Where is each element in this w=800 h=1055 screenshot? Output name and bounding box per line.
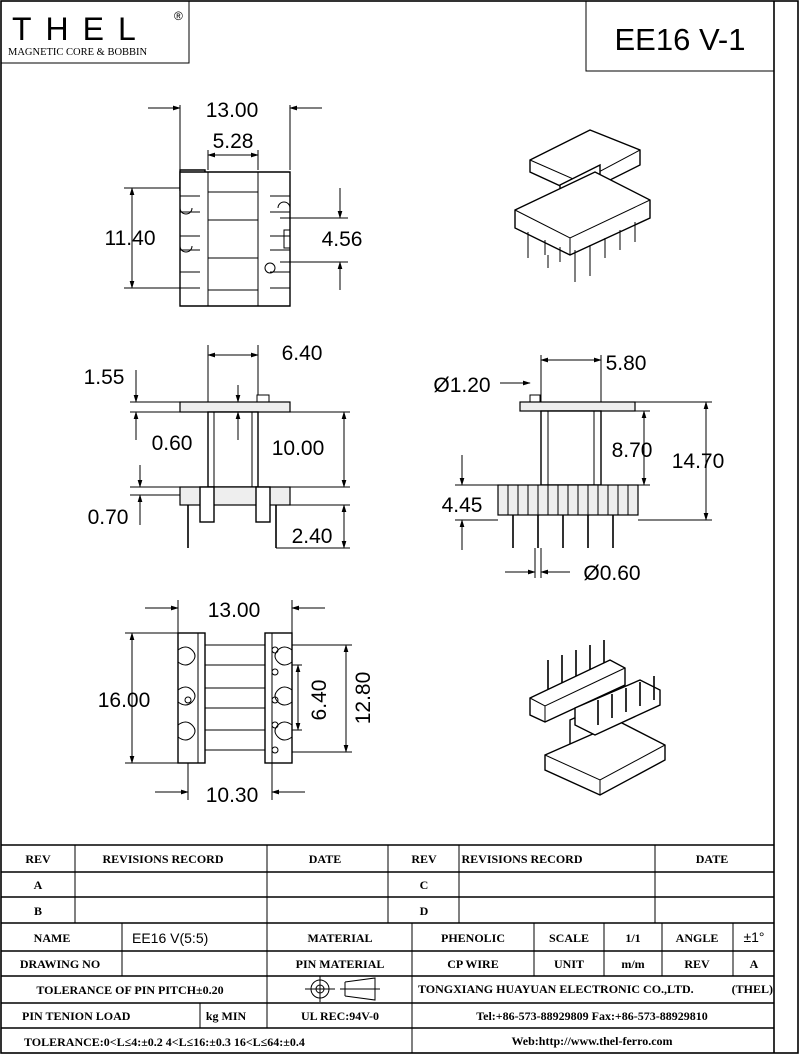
- company-name: TONGXIANG HUAYUAN ELECTRONIC CO.,LTD.: [418, 982, 694, 996]
- company-short: (THEL): [732, 982, 773, 996]
- angle-label: ANGLE: [676, 931, 719, 945]
- revisions-record-header-left: REVISIONS RECORD: [102, 852, 223, 866]
- dim-side-pin: 2.40: [292, 525, 333, 548]
- scale-label: SCALE: [549, 931, 589, 945]
- iso-view-lower: [529, 640, 666, 796]
- projection-symbol: [305, 976, 380, 1002]
- tel-fax: Tel:+86-573-88929809 Fax:+86-573-8892981…: [476, 1009, 708, 1023]
- date-header-left: DATE: [309, 852, 341, 866]
- dim-side-height: 10.00: [272, 437, 325, 460]
- front-view: 5.80 Ø1.20 8.70 14.70 4.45 Ø0.60: [433, 352, 724, 585]
- dim-top-width: 13.00: [206, 99, 259, 122]
- dim-front-h2: 14.70: [672, 450, 725, 473]
- pin-tension-label: PIN TENION LOAD: [22, 1009, 131, 1023]
- unit-label: UNIT: [554, 957, 584, 971]
- dim-front-width: 5.80: [606, 352, 647, 375]
- dim-bottom-inner: 10.30: [206, 784, 259, 807]
- dim-top-height: 11.40: [105, 227, 156, 250]
- iso-view-upper: [514, 129, 651, 282]
- pin-material-label: PIN MATERIAL: [296, 957, 385, 971]
- title-block: REV REVISIONS RECORD DATE REV REVISIONS …: [1, 844, 774, 1053]
- tolerance-line: TOLERANCE:0<L≤4:±0.2 4<L≤16:±0.3 16<L≤64…: [24, 1035, 305, 1049]
- side-view: 6.40 1.55 0.60 10.00 0.70 2.40: [84, 342, 350, 549]
- dim-side-bottom: 0.70: [88, 506, 129, 529]
- rev-value: A: [750, 957, 759, 971]
- logo-box: [0, 0, 190, 64]
- logo: THEL ® MAGNETIC CORE & BOBBIN: [0, 0, 190, 64]
- pitch-tolerance: TOLERANCE OF PIN PITCH±0.20: [36, 983, 223, 997]
- dim-top-inner: 5.28: [213, 130, 254, 153]
- dim-side-width: 6.40: [282, 342, 323, 365]
- angle-value: ±1°: [743, 929, 764, 945]
- website: Web:http://www.thel-ferro.com: [511, 1034, 672, 1048]
- rev-header-right: REV: [411, 852, 437, 866]
- dim-side-gap: 0.60: [152, 432, 193, 455]
- dim-front-hole: Ø1.20: [433, 374, 490, 397]
- rev-row-b: B: [34, 904, 42, 918]
- registered-mark: ®: [174, 9, 183, 23]
- revisions-record-header-right: REVISIONS RECORD: [461, 852, 582, 866]
- drawing-no-label: DRAWING NO: [20, 957, 100, 971]
- scale-value: 1/1: [625, 931, 640, 945]
- rev-label: REV: [684, 957, 710, 971]
- ul-rec: UL REC:94V-0: [301, 1009, 379, 1023]
- logo-brand: THEL: [12, 11, 150, 47]
- dim-bottom-height: 16.00: [98, 689, 151, 712]
- unit-value: m/m: [621, 957, 644, 971]
- logo-tagline: MAGNETIC CORE & BOBBIN: [8, 47, 148, 58]
- pin-tension-unit: kg MIN: [206, 1009, 247, 1023]
- bottom-view: 13.00 16.00 6.40 12.80 10.30: [98, 599, 375, 807]
- dim-top-right: 4.56: [322, 228, 363, 251]
- dim-bottom-width: 13.00: [208, 599, 261, 622]
- dim-front-base: 4.45: [442, 494, 483, 517]
- material-value: PHENOLIC: [441, 931, 505, 945]
- rev-header-left: REV: [25, 852, 51, 866]
- dim-bottom-span: 12.80: [352, 672, 375, 725]
- rev-row-d: D: [420, 904, 429, 918]
- pin-material-value: CP WIRE: [447, 957, 498, 971]
- rev-row-c: C: [420, 878, 429, 892]
- date-header-right: DATE: [696, 852, 728, 866]
- top-view: 13.00 5.28 11.40 4.56: [105, 99, 363, 307]
- dim-bottom-pitch: 6.40: [308, 680, 331, 721]
- dim-front-pin: Ø0.60: [583, 562, 640, 585]
- name-label: NAME: [34, 931, 71, 945]
- part-number: EE16 V-1: [615, 22, 746, 57]
- dim-side-flange: 1.55: [84, 366, 125, 389]
- material-label: MATERIAL: [307, 931, 372, 945]
- dim-front-h1: 8.70: [612, 439, 653, 462]
- name-value: EE16 V(5:5): [132, 930, 208, 946]
- rev-row-a: A: [34, 878, 43, 892]
